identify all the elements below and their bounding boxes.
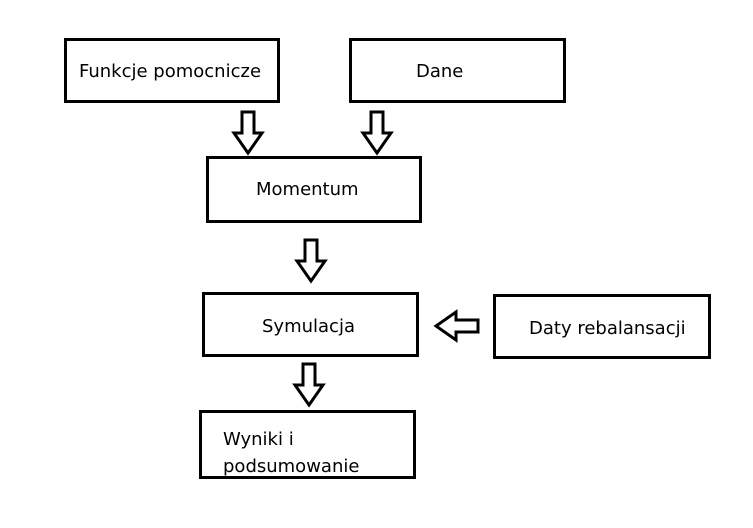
node-symulacja: Symulacja [202,292,419,357]
arrow-momentum-to-symulacja [294,238,328,284]
node-label: Funkcje pomocnicze [79,61,262,82]
node-label: Daty rebalansacji [529,318,686,339]
node-label: Dane [416,61,464,82]
node-daty-rebalansacji: Daty rebalansacji [493,294,711,359]
arrow-daty-to-symulacja [433,309,480,343]
node-label: Momentum [256,179,359,200]
node-wyniki-i-podsumowanie: Wyniki i podsumowanie [199,410,416,479]
node-label: Wyniki i podsumowanie [223,429,360,477]
arrow-symulacja-to-wyniki [292,362,326,408]
arrow-funkcje-to-momentum [231,110,265,156]
node-label: Symulacja [262,316,355,337]
node-momentum: Momentum [206,156,422,223]
node-funkcje-pomocnicze: Funkcje pomocnicze [64,38,280,103]
node-dane: Dane [349,38,566,103]
arrow-dane-to-momentum [360,110,394,156]
